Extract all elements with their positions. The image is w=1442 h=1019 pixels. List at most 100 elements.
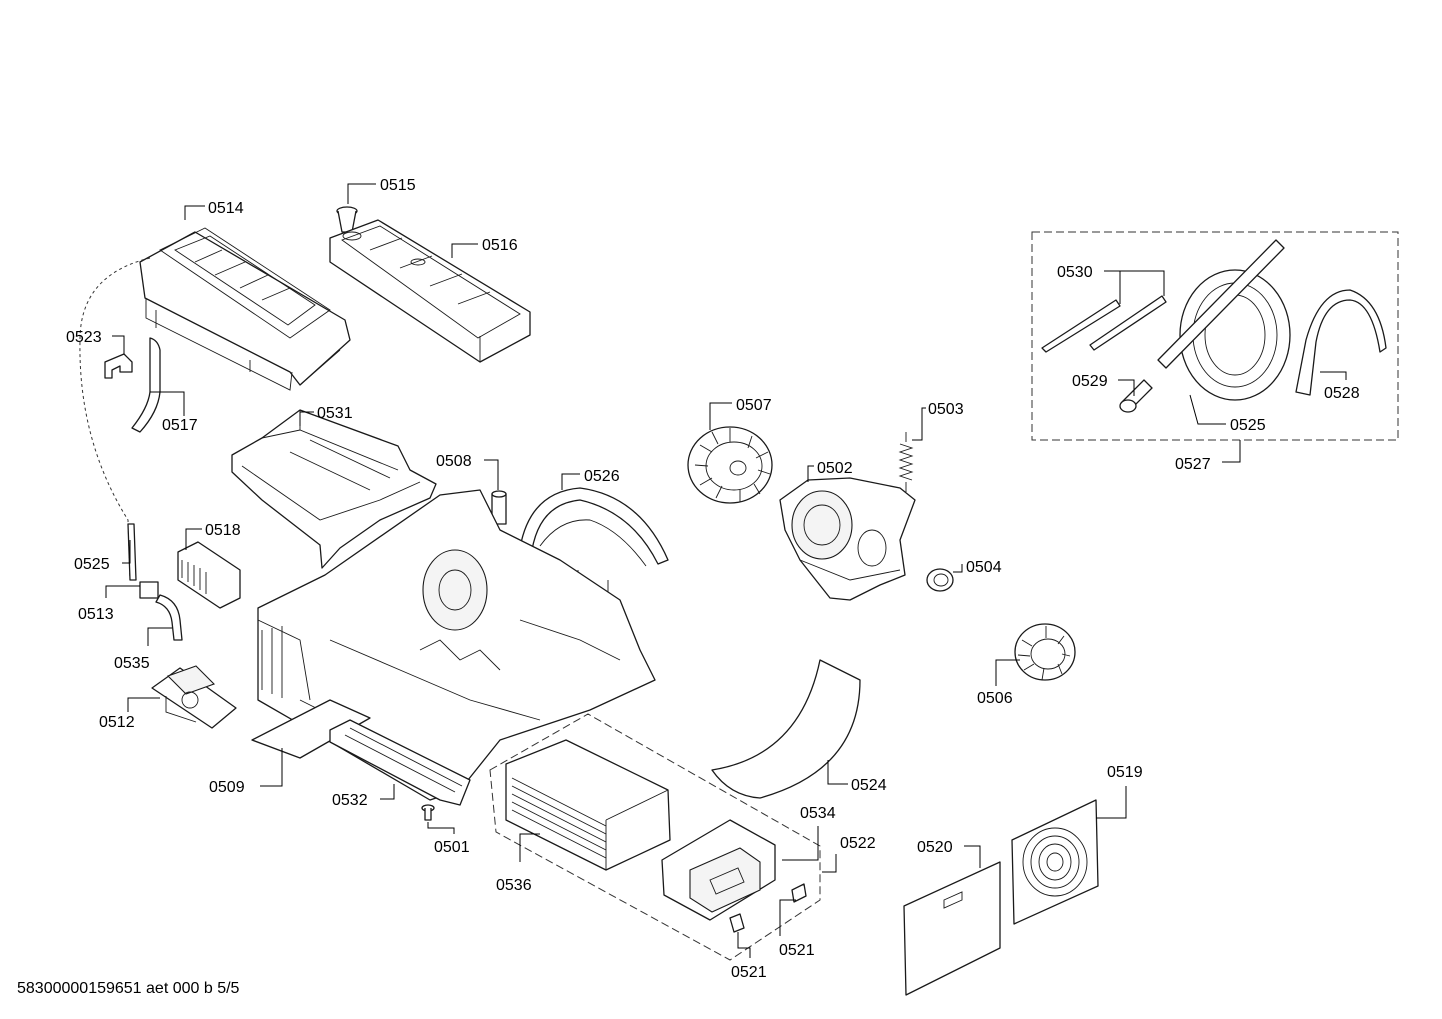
part-0509-cover-plate xyxy=(251,699,371,759)
group-0527-dashed-box xyxy=(1031,231,1399,441)
part-0525-cable-end xyxy=(127,523,137,581)
label-0501: 0501 xyxy=(434,839,470,856)
label-0507: 0507 xyxy=(736,397,772,414)
label-0520: 0520 xyxy=(917,839,953,856)
callout-0508: 0508 xyxy=(436,453,499,490)
label-0536: 0536 xyxy=(496,877,532,894)
callout-0531: 0531 xyxy=(299,405,353,426)
part-0506-fan-wheel xyxy=(1014,623,1076,681)
callout-0525-right: 0525 xyxy=(1189,394,1266,434)
callout-0526: 0526 xyxy=(561,468,620,490)
part-0529-plug xyxy=(1119,379,1153,413)
label-0512: 0512 xyxy=(99,714,135,731)
part-0535-short-hose xyxy=(155,594,183,641)
part-0518-filter-box xyxy=(177,541,241,609)
callout-0516: 0516 xyxy=(451,237,518,258)
label-0525-right: 0525 xyxy=(1230,417,1266,434)
label-0502: 0502 xyxy=(817,460,853,477)
callout-0518: 0518 xyxy=(185,522,241,550)
callout-0517: 0517 xyxy=(150,391,198,434)
part-0534-filter-frame xyxy=(661,819,776,921)
part-0513-connector xyxy=(139,581,159,599)
label-0515: 0515 xyxy=(380,177,416,194)
callout-0536: 0536 xyxy=(496,833,540,894)
part-0514-container-housing xyxy=(139,227,351,391)
footer-doc-id: 58300000159651 aet 000 b 5/5 xyxy=(17,980,240,997)
label-0518: 0518 xyxy=(205,522,241,539)
part-0501-screw xyxy=(421,804,435,821)
callout-0532: 0532 xyxy=(332,784,395,809)
callout-0534: 0534 xyxy=(782,805,836,861)
part-0530-cable-tie-a xyxy=(1041,299,1121,353)
label-0535: 0535 xyxy=(114,655,150,672)
callout-0501: 0501 xyxy=(427,822,470,856)
part-0525-hose-coil xyxy=(1157,239,1291,401)
callout-0521-right: 0521 xyxy=(779,899,815,959)
label-0506: 0506 xyxy=(977,690,1013,707)
part-0524-curved-seal xyxy=(711,659,861,799)
part-0517-hose xyxy=(131,337,161,433)
callout-0535: 0535 xyxy=(114,627,172,672)
label-0525-left: 0525 xyxy=(74,556,110,573)
label-0503: 0503 xyxy=(928,401,964,418)
label-0523: 0523 xyxy=(66,329,102,346)
label-0504: 0504 xyxy=(966,559,1002,576)
callout-0521-bottom: 0521 xyxy=(731,932,767,981)
label-0513: 0513 xyxy=(78,606,114,623)
label-0517: 0517 xyxy=(162,417,198,434)
callout-0525-left: 0525 xyxy=(74,540,131,573)
label-0508: 0508 xyxy=(436,453,472,470)
callout-0524: 0524 xyxy=(827,760,887,794)
callout-0529: 0529 xyxy=(1072,373,1135,396)
part-0519-front-cover xyxy=(1011,799,1099,925)
callout-0528: 0528 xyxy=(1320,371,1360,402)
callout-0502: 0502 xyxy=(807,460,853,482)
part-0502-motor xyxy=(779,477,916,601)
part-0536-condenser xyxy=(505,739,671,871)
label-0527: 0527 xyxy=(1175,456,1211,473)
callout-0515: 0515 xyxy=(347,177,416,204)
label-0521-bottom: 0521 xyxy=(731,964,767,981)
label-0509: 0509 xyxy=(209,779,245,796)
part-0523-clip xyxy=(104,353,133,379)
callout-0522: 0522 xyxy=(822,835,876,873)
group-0522-dashed-box xyxy=(489,713,821,961)
callout-0530: 0530 xyxy=(1057,264,1165,304)
part-0525-cable-route xyxy=(79,257,151,581)
label-0514: 0514 xyxy=(208,200,244,217)
part-0516-water-tank xyxy=(329,219,531,363)
part-0507-fan-wheel xyxy=(687,426,773,504)
part-0515-funnel xyxy=(336,206,358,233)
label-0532: 0532 xyxy=(332,792,368,809)
label-0529: 0529 xyxy=(1072,373,1108,390)
part-0530-cable-tie-b xyxy=(1089,295,1167,351)
callout-0509: 0509 xyxy=(209,748,283,796)
part-0528-bracket xyxy=(1295,289,1387,396)
callout-0519: 0519 xyxy=(1096,764,1143,819)
part-0520-panel xyxy=(903,861,1001,996)
label-0534: 0534 xyxy=(800,805,836,822)
callout-0504: 0504 xyxy=(953,559,1002,576)
label-0522: 0522 xyxy=(840,835,876,852)
callout-0512: 0512 xyxy=(99,697,160,731)
part-0504-bearing xyxy=(926,568,954,592)
label-0516: 0516 xyxy=(482,237,518,254)
label-0526: 0526 xyxy=(584,468,620,485)
callout-0520: 0520 xyxy=(917,839,981,868)
label-0524: 0524 xyxy=(851,777,887,794)
callout-0506: 0506 xyxy=(977,659,1020,707)
label-0531: 0531 xyxy=(317,405,353,422)
part-0521-screw-a xyxy=(729,913,745,933)
callout-0523: 0523 xyxy=(66,329,125,354)
callout-0507: 0507 xyxy=(709,397,772,430)
part-0508-bushing xyxy=(491,490,507,525)
callout-0514: 0514 xyxy=(184,200,244,220)
label-0528: 0528 xyxy=(1324,385,1360,402)
callout-0513: 0513 xyxy=(78,585,140,623)
part-0503-spring xyxy=(898,432,914,492)
label-0530: 0530 xyxy=(1057,264,1093,281)
part-0532-side-grille xyxy=(329,719,471,806)
label-0519: 0519 xyxy=(1107,764,1143,781)
part-0512-pump-module xyxy=(151,665,237,729)
